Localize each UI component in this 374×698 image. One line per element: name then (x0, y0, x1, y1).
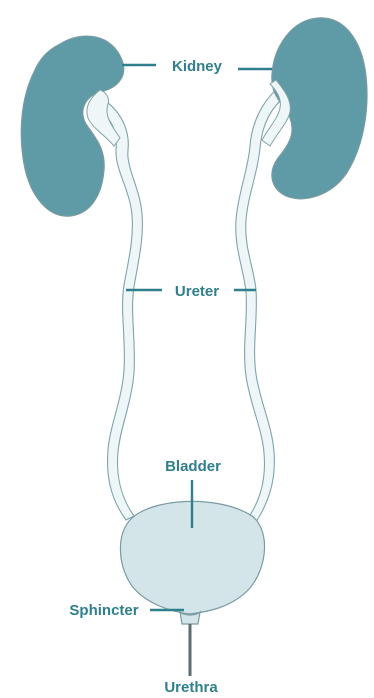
bladder-label: Bladder (165, 458, 221, 475)
kidney-label: Kidney (172, 58, 223, 75)
urethra-label: Urethra (164, 679, 218, 696)
right-ureter (236, 88, 286, 522)
sphincter-label: Sphincter (69, 602, 138, 619)
ureter-label: Ureter (175, 283, 219, 300)
